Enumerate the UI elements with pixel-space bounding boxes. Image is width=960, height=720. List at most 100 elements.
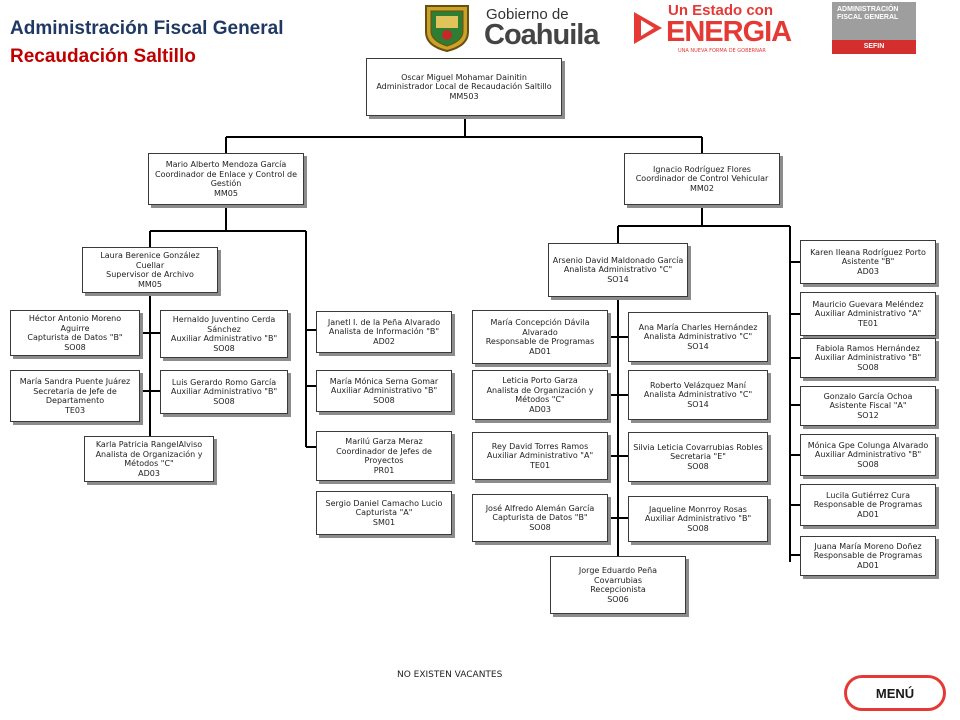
menu-button[interactable]: MENÚ	[844, 675, 946, 711]
node-code: SO08	[213, 396, 235, 406]
node-title: Analista de Organización y Métodos "C"	[95, 449, 203, 469]
node-code: TE01	[857, 318, 879, 328]
node-name: Hernaldo Juventino Cerda Sánchez	[172, 315, 276, 334]
node-name: Jaqueline Monrroy Rosas	[649, 504, 747, 514]
node-name: Janetl I. de la Peña Alvarado	[327, 317, 441, 327]
node-code: AD03	[529, 404, 551, 414]
node-title: Auxiliar Administrativo "A"	[486, 451, 594, 461]
node-code: AD01	[857, 560, 879, 570]
node-code: AD01	[529, 346, 551, 356]
gobierno-small-text: Gobierno de	[486, 6, 569, 23]
node-code: SO14	[687, 341, 709, 351]
node-title: Auxiliar Administrativo "B"	[330, 386, 438, 396]
node-name: Luis Gerardo Romo García	[171, 377, 277, 387]
node-name: Fabiola Ramos Hernández	[816, 343, 920, 353]
node-code: MM05	[138, 279, 162, 289]
sefin-logo: ADMINISTRACIÓN FISCAL GENERAL SEFIN	[832, 2, 916, 54]
node-name: Silvia Leticia Covarrubias Robles	[633, 442, 763, 452]
node-title: Coordinador de Control Vehicular	[635, 174, 769, 184]
node-title: Asistente "B"	[841, 257, 895, 267]
node-code: TE01	[529, 460, 551, 470]
org-node-laura: Laura Berenice González Cuellar Supervis…	[82, 247, 218, 293]
node-name: Laura Berenice González Cuellar	[100, 251, 200, 270]
node-code: SO12	[857, 410, 879, 420]
org-node-karla: Karla Patricia RangelAlviso Analista de …	[84, 436, 214, 482]
node-title: Auxiliar Administrativo "B"	[814, 353, 922, 363]
org-node-janeth: Janetl I. de la Peña Alvarado Analista d…	[316, 311, 452, 353]
node-code: SO14	[607, 274, 629, 284]
node-name: Karen Ileana Rodríguez Porto	[810, 247, 926, 257]
node-title: Analista Administrativo "C"	[563, 265, 673, 275]
org-node-ignacio: Ignacio Rodríguez Flores Coordinador de …	[624, 153, 780, 205]
node-title: Auxiliar Administrativo "B"	[644, 514, 752, 524]
node-name: Ignacio Rodríguez Flores	[653, 164, 751, 174]
node-name: Leticia Porto Garza	[502, 376, 578, 385]
coahuila-seal-icon	[420, 2, 474, 53]
gobierno-coahuila-logo: Gobierno de Coahuila	[482, 4, 612, 54]
node-code: SO08	[687, 523, 709, 533]
page-title: Administración Fiscal General	[10, 18, 284, 39]
node-title: Administrador Local de Recaudación Salti…	[376, 82, 552, 92]
org-node-mario: Mario Alberto Mendoza García Coordinador…	[148, 153, 304, 205]
org-node-jaqueline: Jaqueline Monrroy Rosas Auxiliar Adminis…	[628, 496, 768, 542]
energia-logo: Un Estado con ENERGIA UNA NUEVA FORMA DE…	[632, 2, 812, 54]
gobierno-big-text: Coahuila	[484, 19, 599, 51]
org-node-root: Oscar Miguel Mohamar Dainitin Administra…	[366, 58, 562, 116]
node-title: Coordinador de Jefes de Proyectos	[336, 446, 432, 466]
node-name: Mauricio Guevara Meléndez	[812, 299, 924, 309]
node-title: Secretaria "E"	[670, 452, 726, 462]
vacancies-note: NO EXISTEN VACANTES	[397, 670, 503, 680]
node-title: Capturista "A"	[355, 508, 413, 518]
node-title: Auxiliar Administrativo "B"	[170, 334, 278, 343]
node-name: Arsenio David Maldonado García	[552, 255, 684, 265]
node-code: SO08	[857, 459, 879, 469]
org-node-sergio: Sergio Daniel Camacho Lucio Capturista "…	[316, 491, 452, 535]
node-name: José Alfredo Alemán García	[485, 503, 595, 513]
node-title: Auxiliar Administrativo "A"	[814, 309, 922, 319]
org-node-jose: José Alfredo Alemán García Capturista de…	[472, 494, 608, 542]
node-name: Héctor Antonio Moreno Aguirre	[28, 314, 122, 333]
sefin-line2: FISCAL GENERAL	[837, 14, 899, 21]
node-title: Capturista de Datos "B"	[27, 333, 123, 342]
node-code: SO08	[64, 342, 86, 352]
node-code: AD02	[373, 336, 395, 346]
node-code: TE03	[64, 405, 86, 415]
node-name: Lucila Gutiérrez Cura	[826, 490, 910, 500]
node-title: Responsable de Programas	[813, 500, 923, 510]
node-code: SM01	[372, 517, 396, 527]
org-node-monica-gpe: Mónica Gpe Colunga Alvarado Auxiliar Adm…	[800, 434, 936, 476]
node-title: Analista de Información "B"	[328, 327, 440, 337]
node-code: SO08	[857, 362, 879, 372]
org-node-gonzalo: Gonzalo García Ochoa Asistente Fiscal "A…	[800, 386, 936, 426]
node-title: Auxiliar Administrativo "B"	[814, 450, 922, 460]
node-title: Supervisor de Archivo	[106, 270, 194, 279]
org-node-arsenio: Arsenio David Maldonado García Analista …	[548, 243, 688, 297]
org-node-mauricio: Mauricio Guevara Meléndez Auxiliar Admin…	[800, 292, 936, 336]
org-node-jorge: Jorge Eduardo Peña Covarrubias Recepcion…	[550, 556, 686, 614]
node-code: SO08	[529, 522, 551, 532]
energia-mark-icon	[634, 12, 662, 44]
node-title: Capturista de Datos "B"	[492, 513, 588, 523]
node-name: María Concepción Dávila Alvarado	[490, 318, 590, 337]
node-code: AD03	[857, 266, 879, 276]
org-node-maria-concepcion: María Concepción Dávila Alvarado Respons…	[472, 310, 608, 364]
org-node-lucila: Lucila Gutiérrez Cura Responsable de Pro…	[800, 484, 936, 526]
node-code: MM503	[449, 91, 479, 101]
node-title: Responsable de Programas	[813, 551, 923, 561]
node-name: Sergio Daniel Camacho Lucio	[325, 498, 443, 508]
node-code: SO08	[213, 343, 235, 353]
org-node-karen: Karen Ileana Rodríguez Porto Asistente "…	[800, 240, 936, 284]
node-title: Analista de Organización y Métodos "C"	[486, 385, 594, 405]
energia-line1: Un Estado con	[668, 2, 774, 19]
org-node-leticia: Leticia Porto Garza Analista de Organiza…	[472, 370, 608, 420]
org-node-juana: Juana María Moreno Doñez Responsable de …	[800, 536, 936, 576]
sefin-line3: SEFIN	[832, 40, 916, 54]
org-node-roberto: Roberto Velázquez Maní Analista Administ…	[628, 370, 768, 420]
org-node-maria-sandra: María Sandra Puente Juárez Secretaria de…	[10, 370, 140, 422]
page-subtitle: Recaudación Saltillo	[10, 46, 196, 67]
node-name: María Mónica Serna Gomar	[329, 376, 439, 386]
node-title: Analista Administrativo "C"	[643, 390, 753, 400]
node-code: SO08	[373, 395, 395, 405]
node-name: Ana María Charles Hernández	[638, 322, 758, 332]
org-node-marilu: Marilú Garza Meraz Coordinador de Jefes …	[316, 431, 452, 481]
